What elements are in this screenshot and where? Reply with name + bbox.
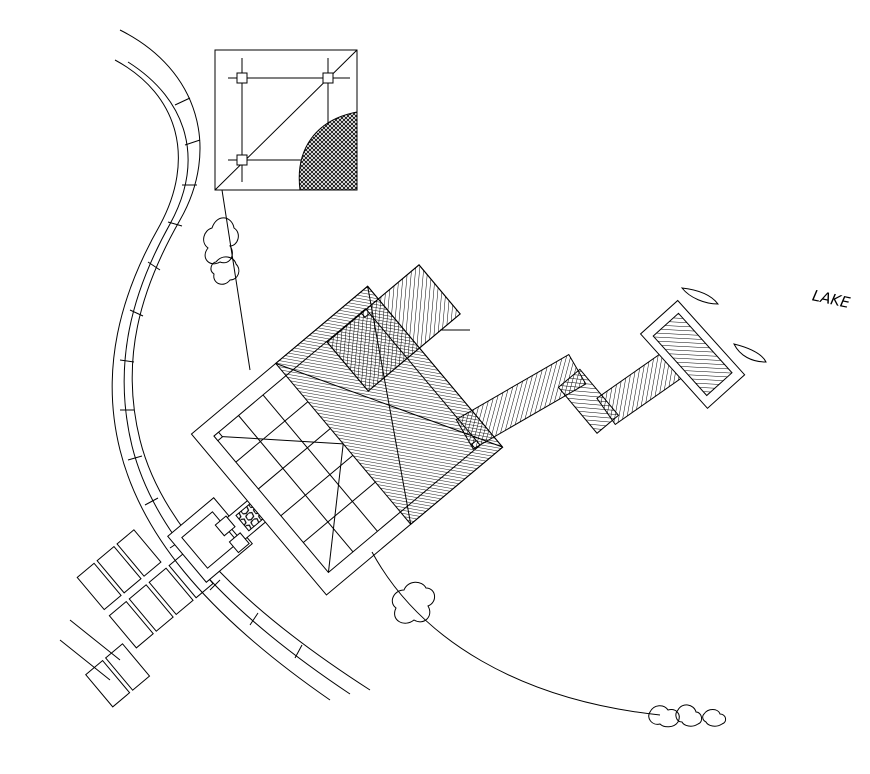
parking-stalls xyxy=(59,529,214,708)
boats xyxy=(680,287,767,363)
upper-wing xyxy=(326,264,461,392)
shrubs-top xyxy=(203,189,251,371)
lake-label: LAKE xyxy=(811,286,852,312)
gazebo-plan xyxy=(214,49,358,191)
shrubs-bottom xyxy=(371,551,727,728)
boardwalk xyxy=(455,299,746,450)
